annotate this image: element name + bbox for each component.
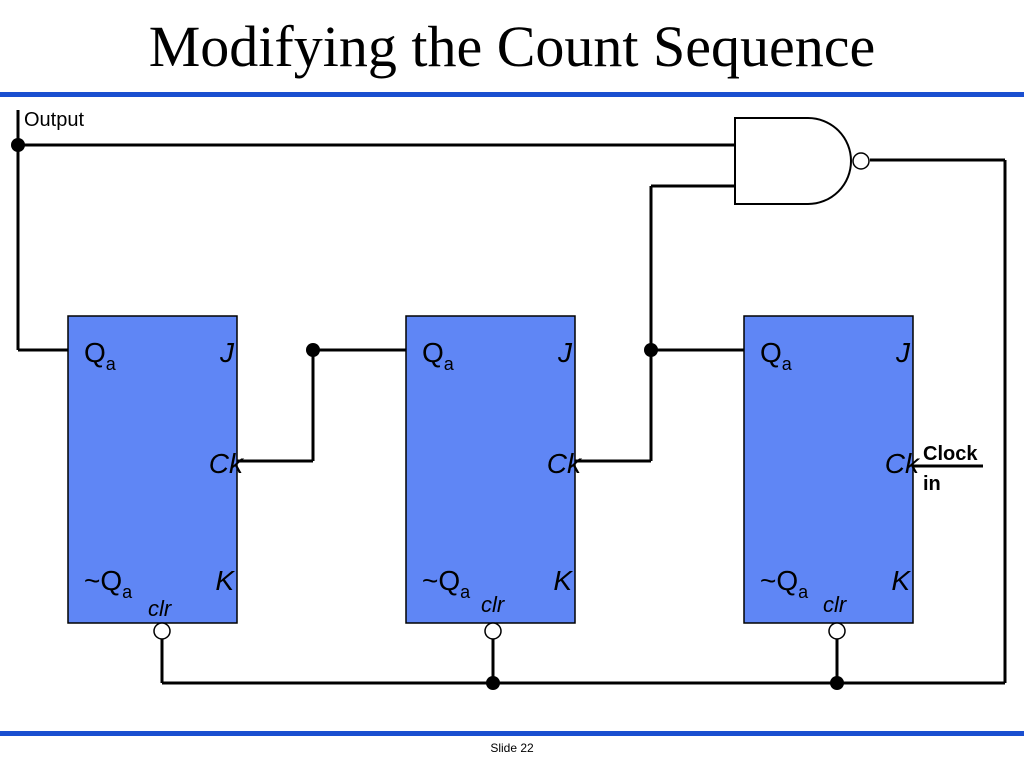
output-label: Output (24, 109, 84, 131)
clr-bubble (153, 622, 171, 640)
clr-label: clr (148, 596, 173, 621)
footer-divider (0, 731, 1024, 736)
junction-dot (306, 343, 320, 357)
junction-dot (644, 343, 658, 357)
j-input-label: J (219, 337, 235, 368)
flip-flop-1: Qa J Ck ~Qa K clr (67, 315, 245, 640)
not-q-output-label: ~Qa (422, 565, 471, 602)
q-output-label: Qa (84, 337, 117, 374)
clock-in-label-line1: Clock (923, 443, 978, 465)
q-output-label: Qa (760, 337, 793, 374)
junction-dot (11, 138, 25, 152)
j-input-label: J (895, 337, 911, 368)
ck-input-label: Ck (885, 448, 921, 479)
clr-bubble (828, 622, 846, 640)
junctions (11, 138, 844, 690)
nand-gate (734, 117, 870, 205)
clock-in-label-line2: in (923, 473, 941, 495)
nand-inversion-bubble (852, 152, 870, 170)
clr-label: clr (823, 592, 848, 617)
title-divider (0, 92, 1024, 97)
k-input-label: K (891, 565, 911, 596)
clr-bubble (484, 622, 502, 640)
slide-title: Modifying the Count Sequence (148, 14, 876, 79)
not-q-output-label: ~Qa (84, 565, 133, 602)
junction-dot (830, 676, 844, 690)
flip-flop-2: Qa J Ck ~Qa K clr (405, 315, 583, 640)
k-input-label: K (553, 565, 573, 596)
j-input-label: J (557, 337, 573, 368)
k-input-label: K (215, 565, 235, 596)
ck-input-label: Ck (547, 448, 583, 479)
flip-flop-3: Qa J Ck ~Qa K clr (743, 315, 921, 640)
ck-input-label: Ck (209, 448, 245, 479)
clr-label: clr (481, 592, 506, 617)
q-output-label: Qa (422, 337, 455, 374)
not-q-output-label: ~Qa (760, 565, 809, 602)
junction-dot (486, 676, 500, 690)
slide-number: Slide 22 (490, 741, 534, 755)
wires (16, 110, 1007, 685)
